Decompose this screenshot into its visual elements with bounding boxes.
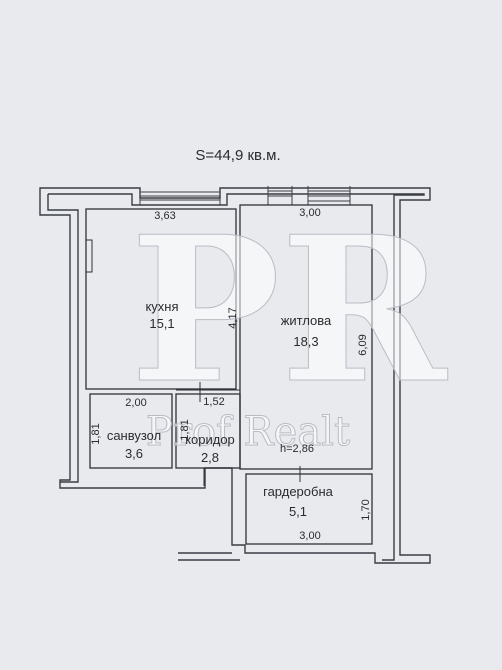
wardrobe-area: 5,1 — [289, 504, 307, 519]
wardrobe-length-label: 1,70 — [360, 499, 372, 520]
corridor-length-label: 1,81 — [179, 419, 191, 440]
corridor-name: коридор — [185, 432, 235, 447]
windows — [139, 186, 351, 205]
total-area-label: S=44,9 кв.м. — [195, 147, 280, 164]
living-room — [239, 204, 373, 470]
bathroom-room — [89, 393, 173, 469]
corridor-area: 2,8 — [201, 450, 219, 465]
kitchen-name: кухня — [145, 299, 178, 314]
kitchen-niche — [86, 239, 93, 273]
bathroom-name: санвузол — [107, 428, 161, 443]
watermark-logo-text: PR — [130, 193, 448, 428]
ceiling-height-label: h=2,86 — [280, 443, 314, 455]
living-name: житлова — [281, 313, 332, 328]
corridor-width-label: 1,52 — [203, 396, 224, 408]
living-length-label: 6,09 — [357, 334, 369, 355]
wardrobe-room — [245, 473, 373, 545]
watermark-text: Prof Realt — [146, 409, 350, 455]
door-ticks — [176, 382, 301, 486]
living-area: 18,3 — [293, 334, 318, 349]
corridor-room — [175, 393, 241, 469]
bathroom-width-label: 2,00 — [125, 397, 146, 409]
watermark-logo: PR — [130, 193, 449, 429]
kitchen-length-label: 4,17 — [227, 307, 239, 328]
wardrobe-width-label: 3,00 — [299, 530, 320, 542]
kitchen-room — [85, 208, 237, 390]
bathroom-area: 3,6 — [125, 446, 143, 461]
living-width-label: 3,00 — [299, 207, 320, 219]
bathroom-length-label: 1,81 — [90, 423, 102, 444]
kitchen-width-label: 3,63 — [154, 210, 175, 222]
kitchen-area: 15,1 — [149, 316, 174, 331]
wardrobe-name: гардеробна — [263, 484, 334, 499]
